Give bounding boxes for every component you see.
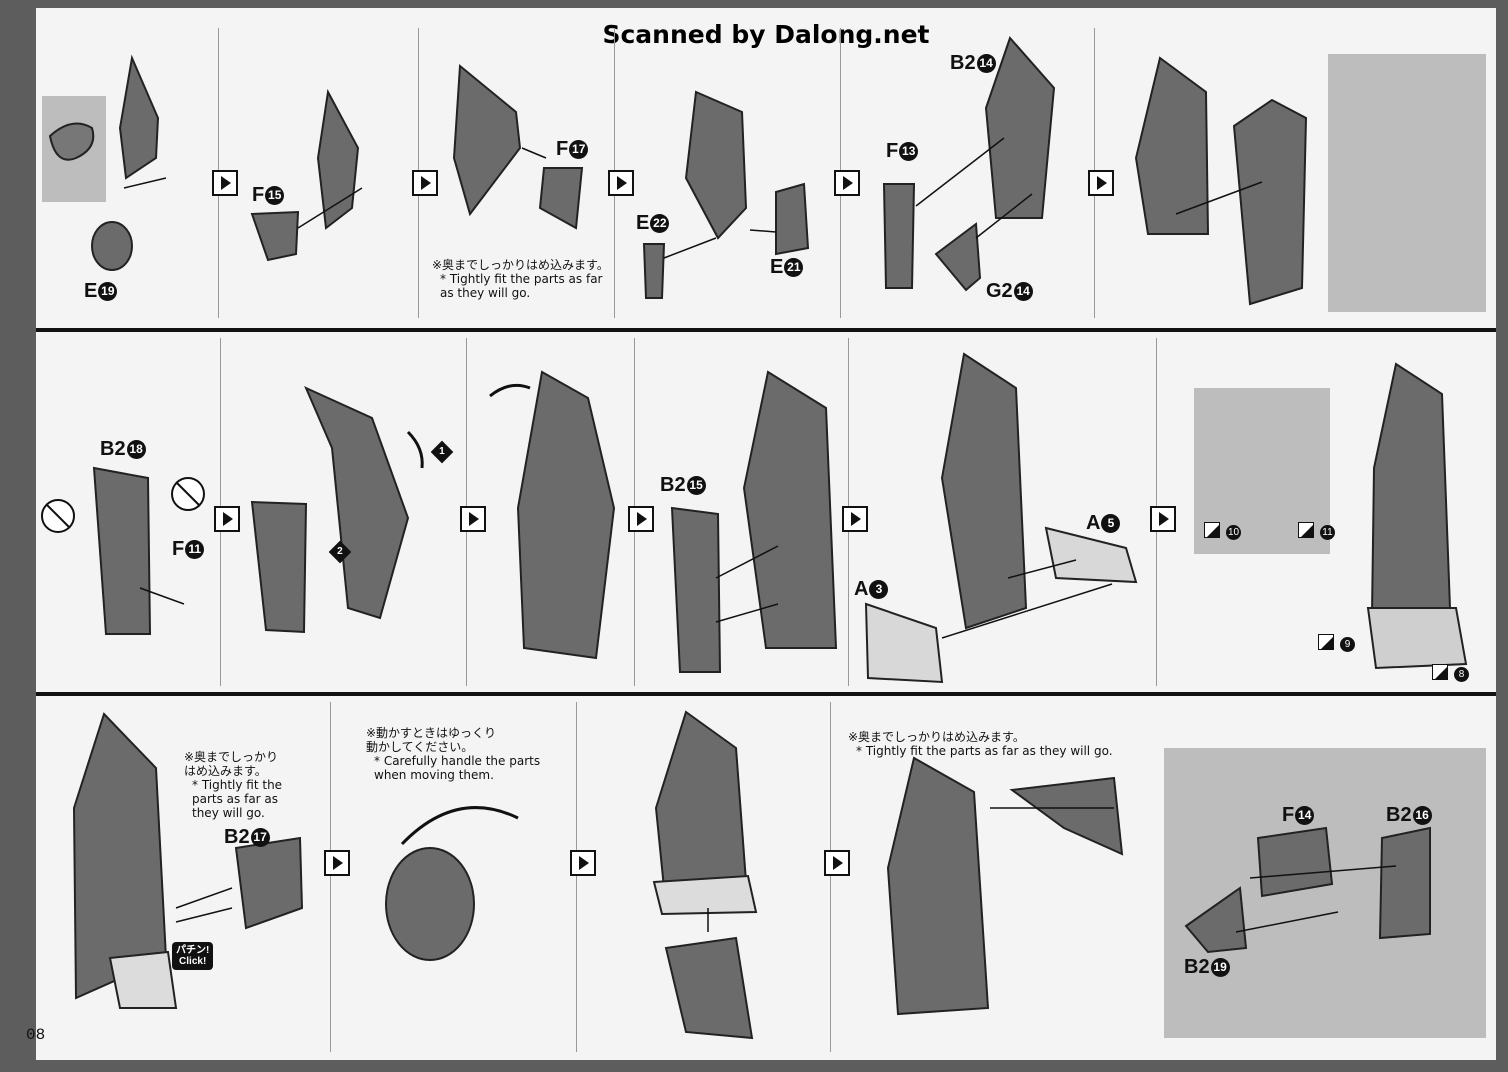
armor-part <box>234 836 304 930</box>
step-arrow-icon <box>824 850 850 876</box>
row-divider-2 <box>36 692 1496 696</box>
armor-part <box>642 243 666 299</box>
sticker-label-10: 10 <box>1204 522 1241 540</box>
frame-part <box>250 500 308 634</box>
note-fit-long: ※奥までしっかりはめ込みます。 * Tightly fit the parts … <box>848 730 1113 758</box>
foot-part <box>864 602 944 684</box>
foot-part <box>664 936 754 1040</box>
instruction-page: Scanned by Dalong.net <box>26 8 1496 1060</box>
step-arrow-icon <box>608 170 634 196</box>
sticker-icon <box>1298 522 1314 538</box>
armor-part <box>250 210 300 262</box>
armor-part <box>538 167 584 230</box>
sticker-icon <box>1432 664 1448 680</box>
step-arrow-icon <box>1088 170 1114 196</box>
fin-part <box>1256 826 1334 898</box>
base-part <box>1366 607 1468 670</box>
step-arrow-icon <box>460 506 486 532</box>
page-number: 08 <box>26 1026 46 1044</box>
assembly-illustrations <box>41 36 1468 1040</box>
sticker-label-11: 11 <box>1298 522 1335 540</box>
shoulder-part <box>118 54 160 180</box>
shell-part <box>1232 98 1308 306</box>
inset-panel-fin <box>1164 748 1486 1038</box>
leg-part <box>304 386 410 620</box>
step-arrow-icon <box>842 506 868 532</box>
joint-part <box>91 221 133 271</box>
fin-part <box>1378 826 1431 940</box>
step-divider <box>830 702 831 1052</box>
row-divider-1 <box>36 328 1496 332</box>
note-fit-short: ※奥までしっかり はめ込みます。 * Tightly fit the parts… <box>184 750 283 820</box>
leg-part <box>684 90 748 240</box>
sticker-label-9: 9 <box>1318 634 1355 652</box>
shell-part <box>1134 56 1210 235</box>
frame-part <box>882 183 916 289</box>
click-badge: パチン! Click! <box>172 942 214 970</box>
sticker-icon <box>1204 522 1220 538</box>
step-arrow-icon <box>214 506 240 532</box>
step-arrow-icon <box>412 170 438 196</box>
step-divider <box>330 702 331 1052</box>
step-arrow-icon <box>628 506 654 532</box>
shoulder-part <box>316 88 360 230</box>
foot-bottom-part <box>385 847 475 961</box>
fin-part <box>1009 776 1124 856</box>
shell-part <box>984 36 1056 219</box>
shoulder-part <box>452 63 522 217</box>
leg-part <box>940 352 1028 630</box>
note-fit-parts: ※奥までしっかりはめ込みます。 * Tightly fit the parts … <box>432 258 609 300</box>
step-arrow-icon <box>212 170 238 196</box>
frame-part <box>92 466 152 635</box>
leg-part <box>742 370 838 649</box>
link-part <box>48 122 95 161</box>
fin-part <box>1184 886 1248 954</box>
inset-panel-right <box>1328 54 1486 312</box>
step-arrow-icon <box>1150 506 1176 532</box>
leg-part <box>1370 362 1452 616</box>
leg-part <box>886 756 990 1016</box>
step-divider <box>576 702 577 1052</box>
step-arrow-icon <box>570 850 596 876</box>
step-arrow-icon <box>324 850 350 876</box>
foot-part <box>1044 526 1138 584</box>
frame-part <box>934 222 982 292</box>
step-arrow-icon <box>834 170 860 196</box>
note-careful-handling: ※動かすときはゆっくり 動かしてください。 * Carefully handle… <box>366 726 541 782</box>
sticker-icon <box>1318 634 1334 650</box>
sticker-label-8: 8 <box>1432 664 1469 682</box>
scan-credit: Scanned by Dalong.net <box>602 20 930 49</box>
armor-part <box>670 506 722 673</box>
armor-part <box>775 182 810 256</box>
leg-part <box>516 370 616 660</box>
